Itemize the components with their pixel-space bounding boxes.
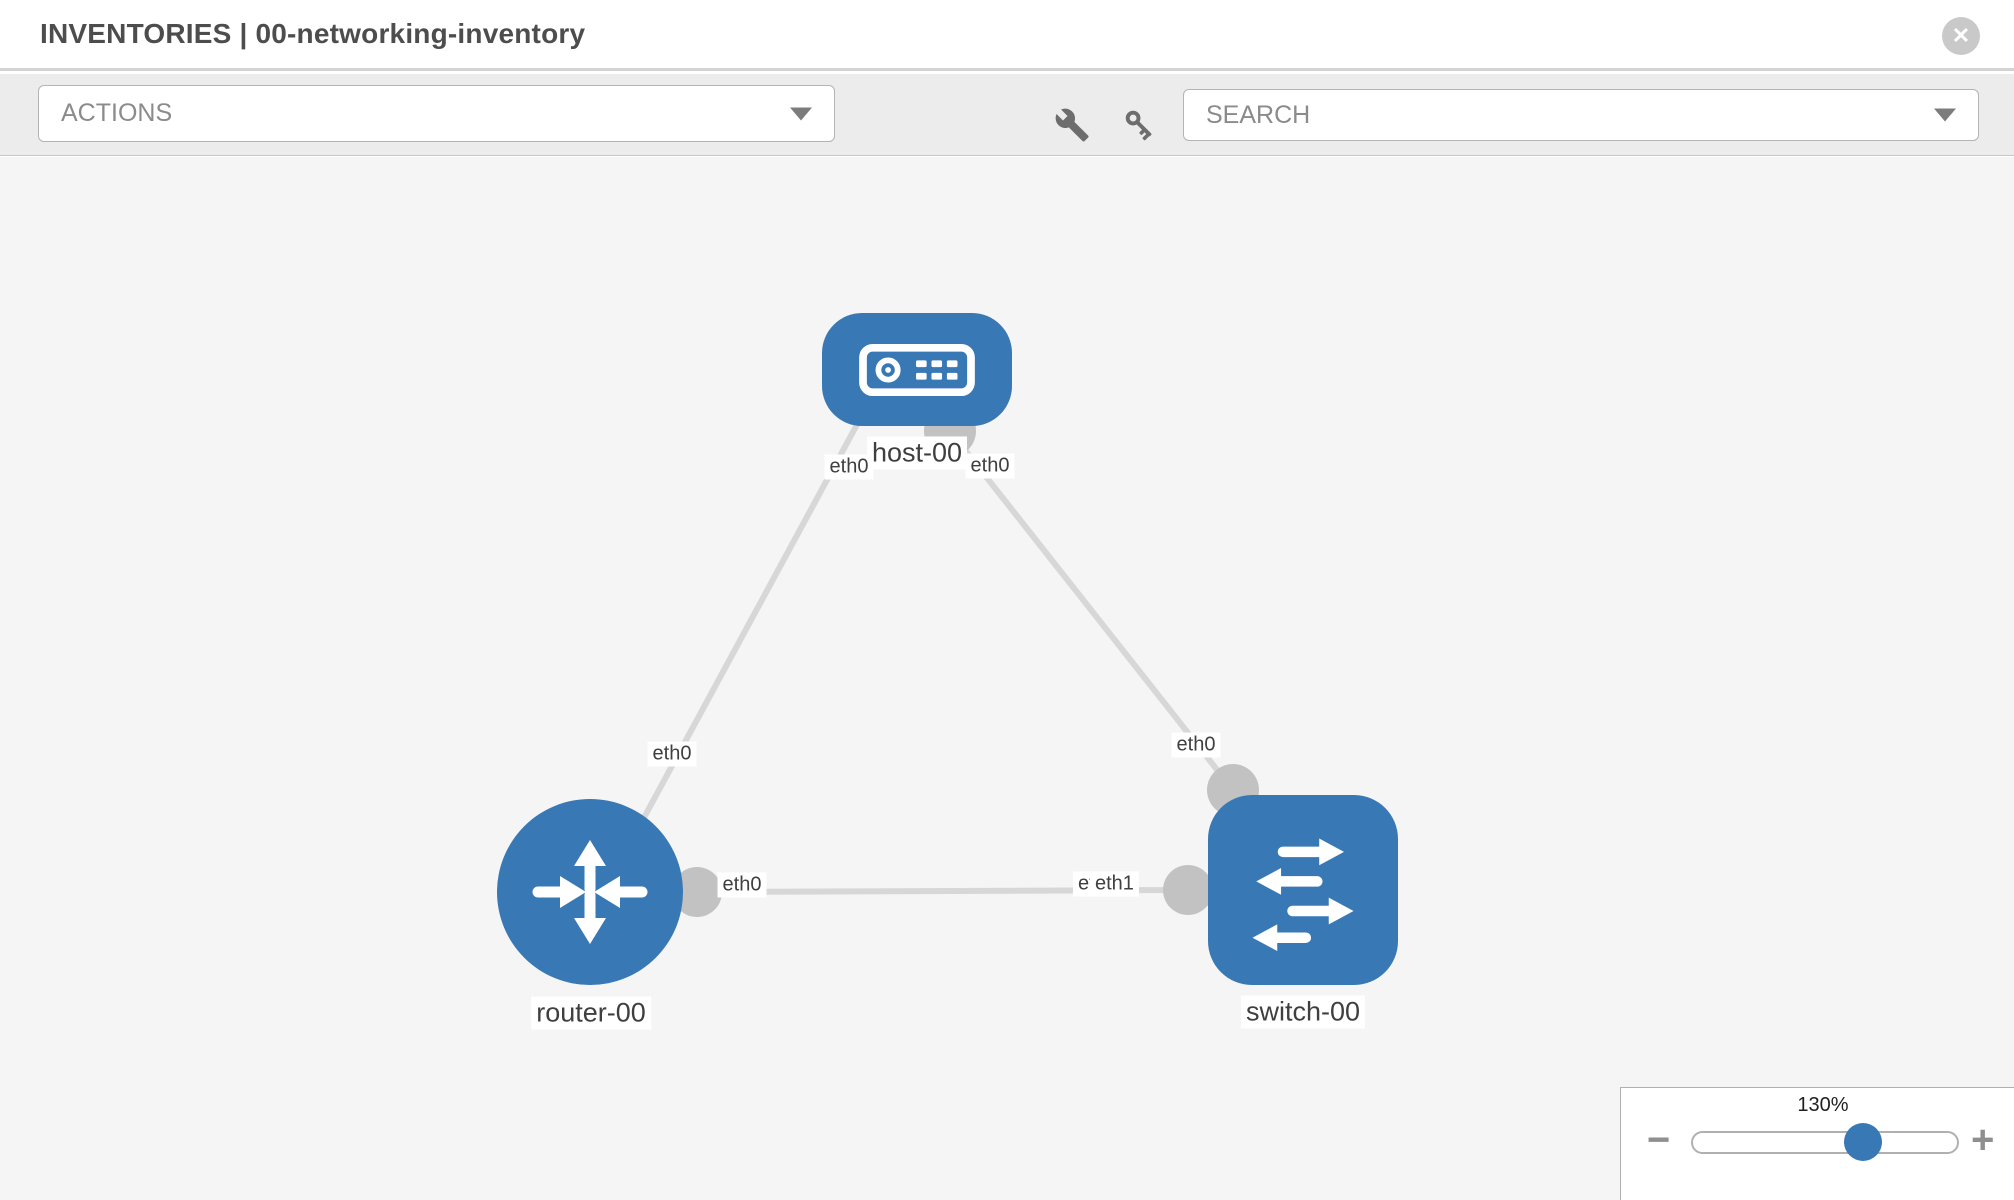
search-dropdown-label: SEARCH [1206, 100, 1311, 129]
zoom-in-button[interactable]: + [1971, 1118, 1995, 1162]
links-layer [637, 405, 1259, 917]
switch-icon [1252, 838, 1354, 952]
topology-canvas[interactable]: host-00 router-00 switch-00 eth0 eth0 et… [0, 157, 2014, 1200]
node-label-router: router-00 [531, 996, 651, 1030]
actions-dropdown[interactable]: ACTIONS [38, 85, 835, 142]
link-host-switch[interactable] [947, 429, 1236, 792]
node-host-00[interactable] [822, 313, 1012, 426]
node-router-00[interactable] [497, 799, 683, 985]
zoom-control-panel: 130% − + [1620, 1087, 2014, 1200]
router-icon [532, 840, 648, 944]
credentials-button[interactable] [1117, 102, 1163, 148]
interface-connector-router[interactable] [672, 867, 722, 917]
chevron-down-icon [790, 107, 812, 120]
interface-label: eth0 [1171, 732, 1221, 758]
interface-label: eth0 [965, 453, 1015, 479]
page-title: INVENTORIES | 00-networking-inventory [40, 18, 586, 49]
zoom-slider-track[interactable] [1691, 1131, 1959, 1154]
configure-button[interactable] [1049, 102, 1095, 148]
node-label-host: host-00 [866, 436, 968, 470]
server-icon [859, 343, 975, 396]
zoom-slider-handle[interactable] [1844, 1123, 1882, 1161]
close-button[interactable]: ✕ [1942, 17, 1980, 55]
wrench-icon [1055, 108, 1089, 142]
interface-connector-switch-left[interactable] [1163, 865, 1213, 915]
interface-label: eth0 [717, 872, 767, 898]
close-icon: ✕ [1951, 23, 1971, 48]
search-dropdown[interactable]: SEARCH [1183, 89, 1979, 141]
header-bar: INVENTORIES | 00-networking-inventory ✕ [0, 0, 2014, 71]
interface-label: eth0 [647, 741, 697, 767]
actions-dropdown-label: ACTIONS [61, 99, 173, 127]
interface-label: eth0 [824, 454, 874, 480]
interface-label: eth1 [1090, 871, 1139, 897]
node-switch-00[interactable] [1208, 795, 1398, 985]
key-icon [1125, 110, 1152, 141]
zoom-level-value: 130% [1797, 1094, 1849, 1116]
node-label-switch: switch-00 [1240, 995, 1366, 1029]
toolbar: ACTIONS SEARCH [0, 74, 2014, 156]
chevron-down-icon [1934, 108, 1956, 122]
zoom-out-button[interactable]: − [1647, 1118, 1671, 1162]
